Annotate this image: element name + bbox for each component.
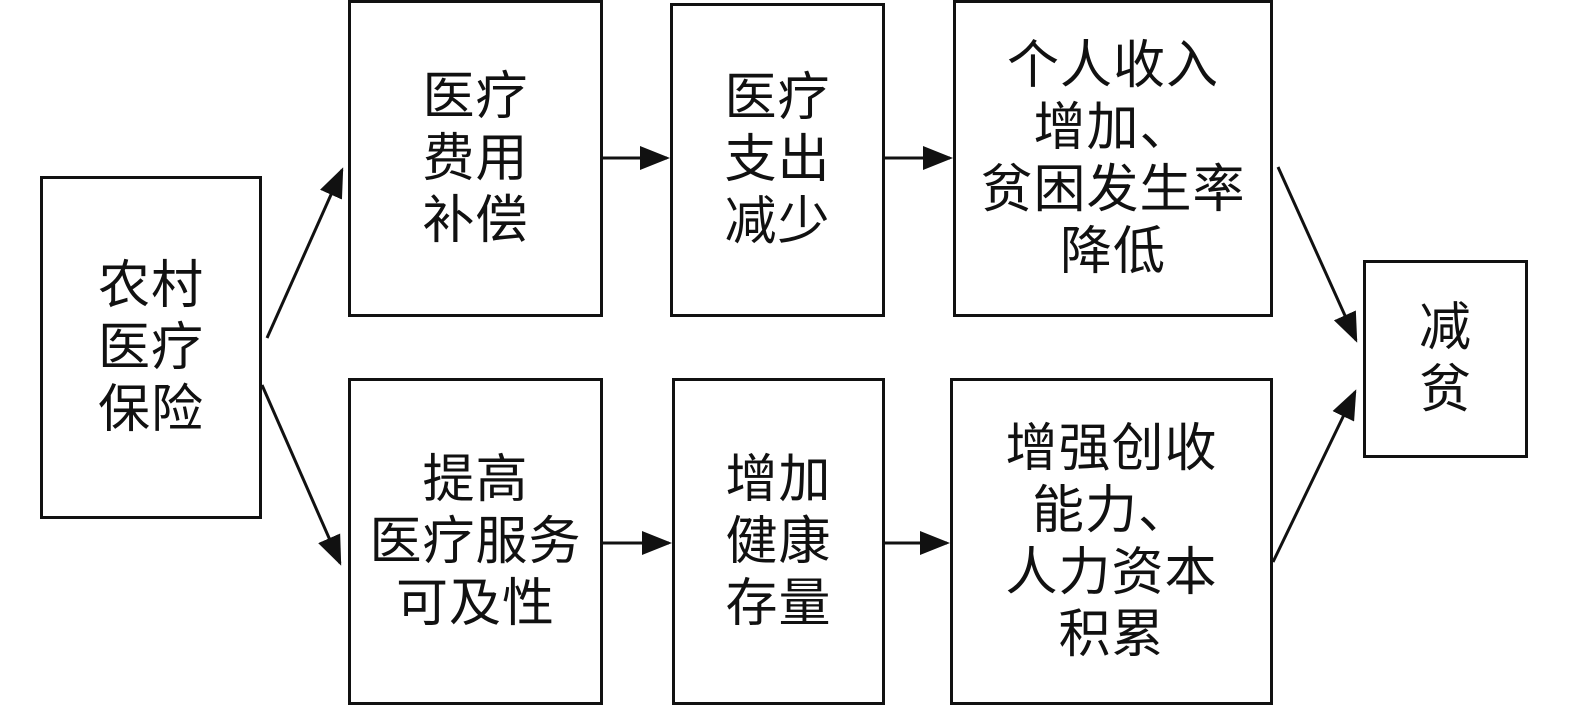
arrow-income-increase-to-poverty-reduction [1276,166,1358,343]
node-service-access-label: 提高 医疗服务 可及性 [369,449,582,634]
node-expense-reduction-label: 医疗 支出 减少 [724,68,831,252]
node-expense-reduction: 医疗 支出 减少 [670,3,885,317]
node-health-stock-label: 增加 健康 存量 [725,449,832,634]
arrow-insurance-to-service-access [260,384,342,566]
node-service-access: 提高 医疗服务 可及性 [348,378,603,705]
node-poverty-reduction-label: 减 贫 [1418,298,1472,420]
node-cost-compensation: 医疗 费用 补偿 [348,0,603,317]
node-capacity-capital-label: 增强创收 能力、 人力资本 积累 [1005,418,1218,665]
node-capacity-capital: 增强创收 能力、 人力资本 积累 [950,378,1273,705]
node-rural-medical-insurance-label: 农村 医疗 保险 [97,255,204,440]
arrow-insurance-to-cost-compensation [265,167,344,339]
node-income-increase: 个人收入 增加、 贫困发生率 降低 [953,0,1273,317]
arrow-capacity-capital-to-poverty-reduction [1271,389,1357,563]
node-rural-medical-insurance: 农村 医疗 保险 [40,176,262,519]
node-income-increase-label: 个人收入 增加、 贫困发生率 降低 [980,35,1246,282]
node-poverty-reduction: 减 贫 [1363,260,1528,458]
node-cost-compensation-label: 医疗 费用 补偿 [422,66,529,251]
node-health-stock: 增加 健康 存量 [672,378,885,705]
